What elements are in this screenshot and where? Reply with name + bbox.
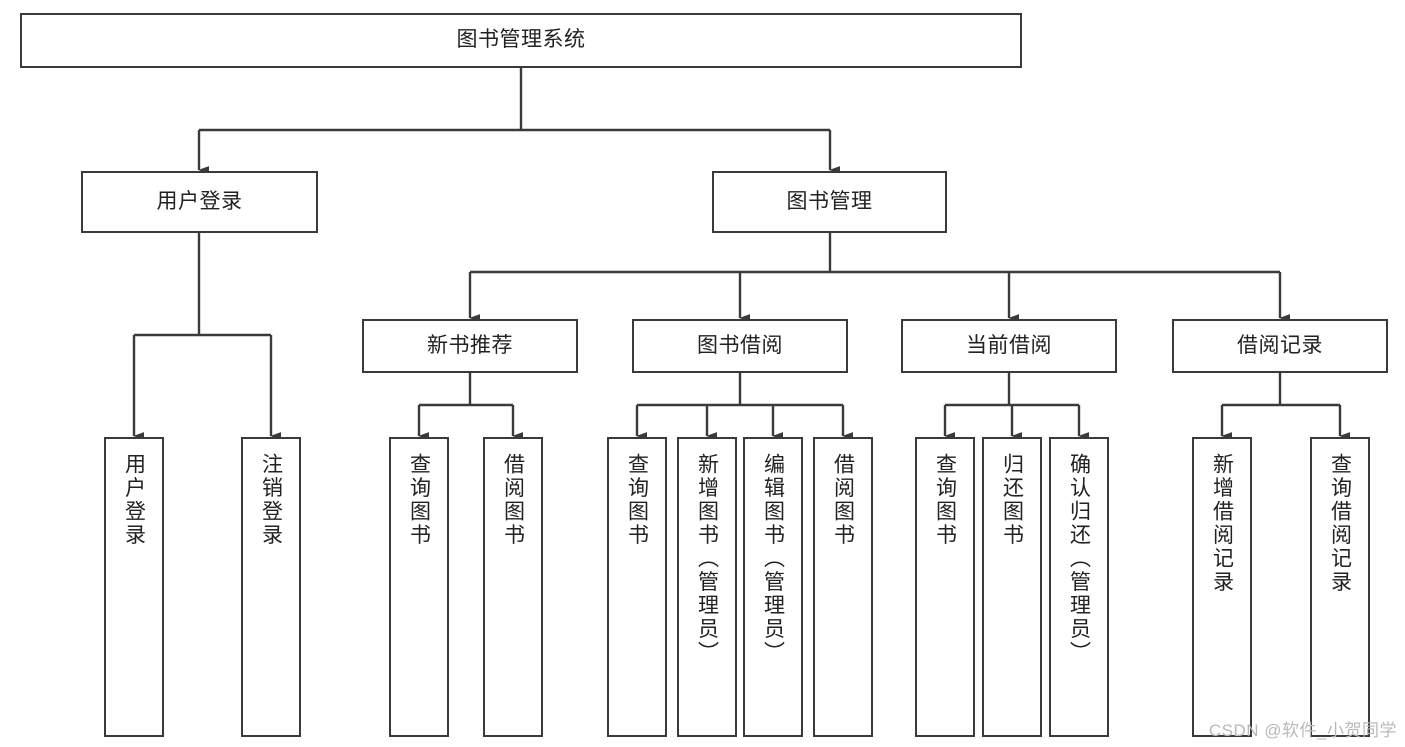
node-label: 用户登录 (122, 453, 146, 547)
leaf-node[interactable]: 用户登录 (104, 437, 164, 737)
node-label: 归还图书 (1000, 453, 1024, 547)
leaf-node[interactable]: 查询图书 (607, 437, 667, 737)
node-label: 确认归还（管理员） (1067, 453, 1091, 665)
node-label: 注销登录 (259, 453, 283, 547)
node-label: 当前借阅 (966, 333, 1052, 357)
level2-node[interactable]: 图书借阅 (632, 319, 848, 373)
leaf-node[interactable]: 编辑图书（管理员） (743, 437, 803, 737)
node-label: 新书推荐 (427, 333, 513, 357)
leaf-node[interactable]: 注销登录 (241, 437, 301, 737)
leaf-node[interactable]: 查询图书 (389, 437, 449, 737)
level1-node[interactable]: 图书管理 (712, 171, 947, 233)
csdn-watermark: CSDN @软件_小贺同学 (1208, 721, 1397, 740)
node-label: 查询图书 (933, 453, 957, 547)
leaf-node[interactable]: 新增借阅记录 (1192, 437, 1252, 737)
level2-node[interactable]: 借阅记录 (1172, 319, 1388, 373)
node-label: 借阅记录 (1237, 333, 1323, 357)
leaf-node[interactable]: 借阅图书 (483, 437, 543, 737)
node-label: 新增图书（管理员） (695, 453, 719, 665)
node-label: 查询图书 (407, 453, 431, 547)
level2-node[interactable]: 当前借阅 (901, 319, 1117, 373)
node-label: 查询借阅记录 (1328, 453, 1352, 594)
level1-node[interactable]: 用户登录 (81, 171, 318, 233)
leaf-node[interactable]: 新增图书（管理员） (677, 437, 737, 737)
node-label: 图书借阅 (697, 333, 783, 357)
leaf-node[interactable]: 查询图书 (915, 437, 975, 737)
node-label: 图书管理 (786, 189, 873, 213)
level2-node[interactable]: 新书推荐 (362, 319, 578, 373)
root-node[interactable]: 图书管理系统 (20, 13, 1022, 68)
node-label: 图书管理系统 (456, 28, 586, 52)
node-label: 用户登录 (156, 189, 243, 213)
leaf-node[interactable]: 查询借阅记录 (1310, 437, 1370, 737)
leaf-node[interactable]: 归还图书 (982, 437, 1042, 737)
node-label: 借阅图书 (501, 453, 525, 547)
node-label: 新增借阅记录 (1210, 453, 1234, 594)
leaf-node[interactable]: 借阅图书 (813, 437, 873, 737)
node-label: 借阅图书 (831, 453, 855, 547)
node-label: 查询图书 (625, 453, 649, 547)
leaf-node[interactable]: 确认归还（管理员） (1049, 437, 1109, 737)
node-label: 编辑图书（管理员） (761, 453, 785, 665)
